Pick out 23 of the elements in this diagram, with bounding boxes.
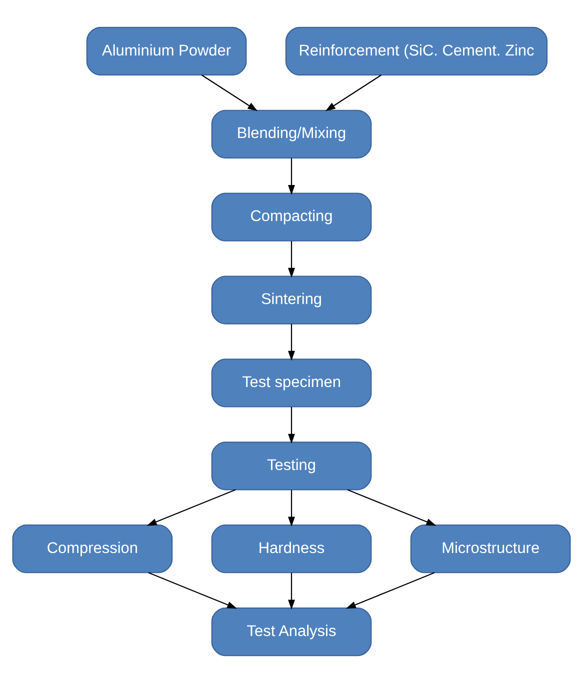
arrow — [347, 489, 436, 526]
node-box: Test Analysis — [211, 607, 372, 656]
arrow — [325, 74, 382, 112]
node-box: Testing — [211, 442, 372, 490]
node-box: Compacting — [211, 192, 372, 242]
arrow — [346, 572, 435, 609]
arrow — [146, 489, 236, 526]
arrow — [288, 407, 295, 444]
arrow — [288, 241, 295, 278]
node-box: Aluminium Powder — [86, 26, 247, 76]
node-box: Hardness — [211, 524, 372, 574]
arrow — [288, 490, 295, 527]
node-box: Test specimen — [211, 358, 372, 408]
node-box: Sintering — [211, 276, 372, 324]
node-box: Blending/Mixing — [211, 110, 372, 158]
node-box: Compression — [12, 524, 173, 574]
arrow — [201, 74, 258, 112]
arrow — [288, 158, 295, 195]
arrow — [288, 324, 295, 361]
node-box: Reinforcement (SiC. Cement. Zinc — [285, 26, 548, 76]
node-box: Microstructure — [410, 524, 571, 574]
arrow — [148, 572, 238, 609]
arrow — [288, 572, 295, 610]
